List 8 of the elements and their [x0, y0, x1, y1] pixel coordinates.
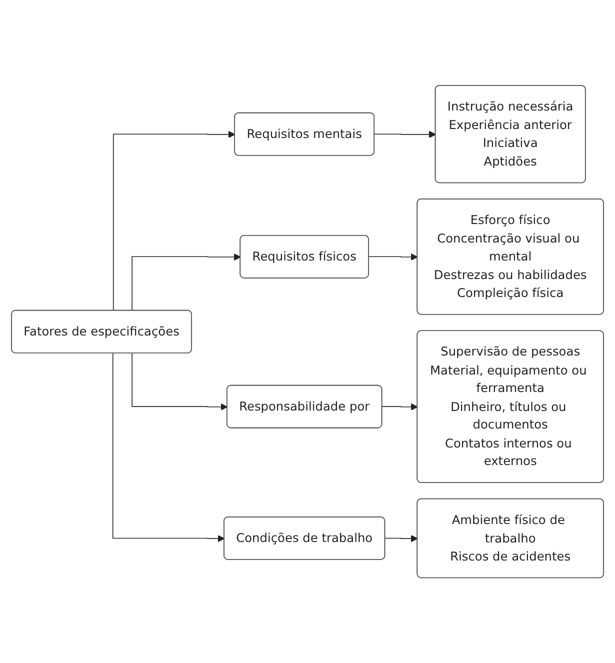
arrow [382, 403, 418, 410]
arrow [368, 253, 418, 260]
arrow [112, 352, 225, 542]
arrow [132, 352, 228, 410]
arrow [132, 253, 241, 312]
arrow [374, 130, 436, 138]
arrow [112, 130, 236, 312]
arrow [384, 534, 418, 542]
